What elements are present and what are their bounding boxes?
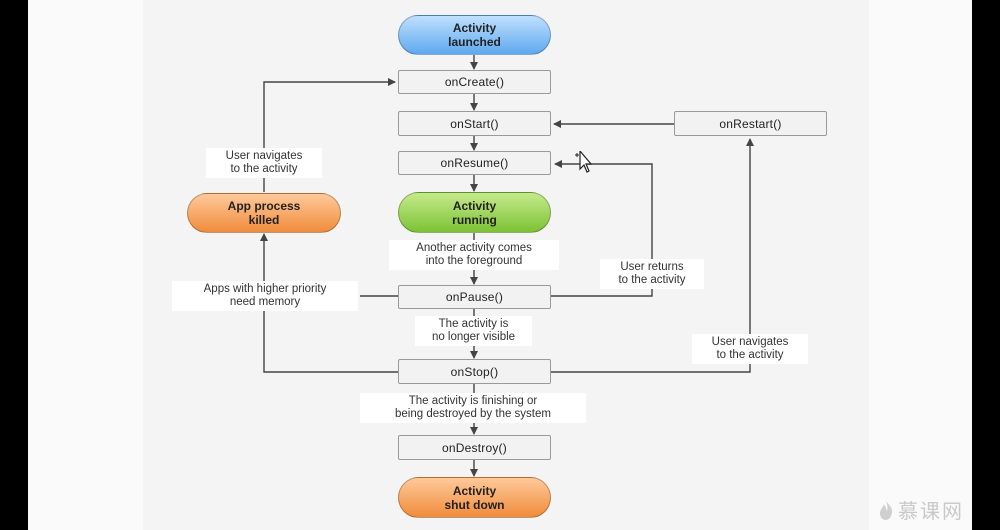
on-pause-node: onPause()	[398, 285, 551, 309]
label-higher-priority-text: Apps with higher priority need memory	[203, 283, 327, 308]
label-foreground-text: Another activity comes into the foregrou…	[416, 242, 532, 267]
watermark: 慕课网	[878, 495, 964, 524]
activity-shut-down-label: Activity shut down	[444, 483, 505, 512]
activity-running-node: Activity running	[398, 192, 551, 233]
label-user-returns-text: User returns to the activity	[618, 261, 686, 286]
flame-icon	[880, 499, 893, 520]
label-navigate-left-text: User navigates to the activity	[225, 150, 303, 175]
on-resume-node: onResume()	[398, 151, 551, 175]
label-navigate-right: User navigates to the activity	[692, 334, 808, 364]
on-restart-node: onRestart()	[674, 111, 827, 136]
arrow-stop-restart	[551, 138, 754, 373]
on-create-label: onCreate()	[444, 75, 505, 89]
on-stop-node: onStop()	[398, 359, 551, 384]
label-finishing: The activity is finishing or being destr…	[360, 393, 586, 423]
mouse-cursor-icon	[575, 151, 593, 173]
on-destroy-label: onDestroy()	[442, 440, 507, 455]
on-stop-label: onStop()	[450, 364, 499, 379]
on-resume-label: onResume()	[440, 156, 509, 170]
label-navigate-right-text: User navigates to the activity	[711, 336, 789, 361]
on-destroy-node: onDestroy()	[398, 435, 551, 460]
watermark-text: 慕课网	[898, 501, 964, 523]
label-foreground: Another activity comes into the foregrou…	[389, 240, 559, 270]
app-process-killed-label: App process killed	[227, 199, 301, 227]
on-start-label: onStart()	[450, 116, 499, 131]
app-process-killed-node: App process killed	[187, 193, 341, 233]
label-higher-priority: Apps with higher priority need memory	[172, 281, 358, 311]
arrow-stop-killed	[260, 233, 398, 373]
arrow-pause-resume	[551, 160, 653, 297]
activity-running-label: Activity running	[452, 198, 497, 227]
activity-launched-label: Activity launched	[448, 21, 501, 49]
label-not-visible: The activity is no longer visible	[415, 316, 532, 346]
label-user-returns: User returns to the activity	[600, 259, 704, 289]
on-restart-label: onRestart()	[719, 116, 782, 131]
on-start-node: onStart()	[398, 111, 551, 136]
label-not-visible-text: The activity is no longer visible	[431, 318, 516, 343]
on-pause-label: onPause()	[445, 290, 504, 304]
activity-shut-down-node: Activity shut down	[398, 477, 551, 518]
label-finishing-text: The activity is finishing or being destr…	[395, 395, 551, 420]
on-create-node: onCreate()	[398, 70, 551, 94]
activity-launched-node: Activity launched	[398, 15, 551, 55]
label-navigate-left: User navigates to the activity	[206, 148, 322, 178]
